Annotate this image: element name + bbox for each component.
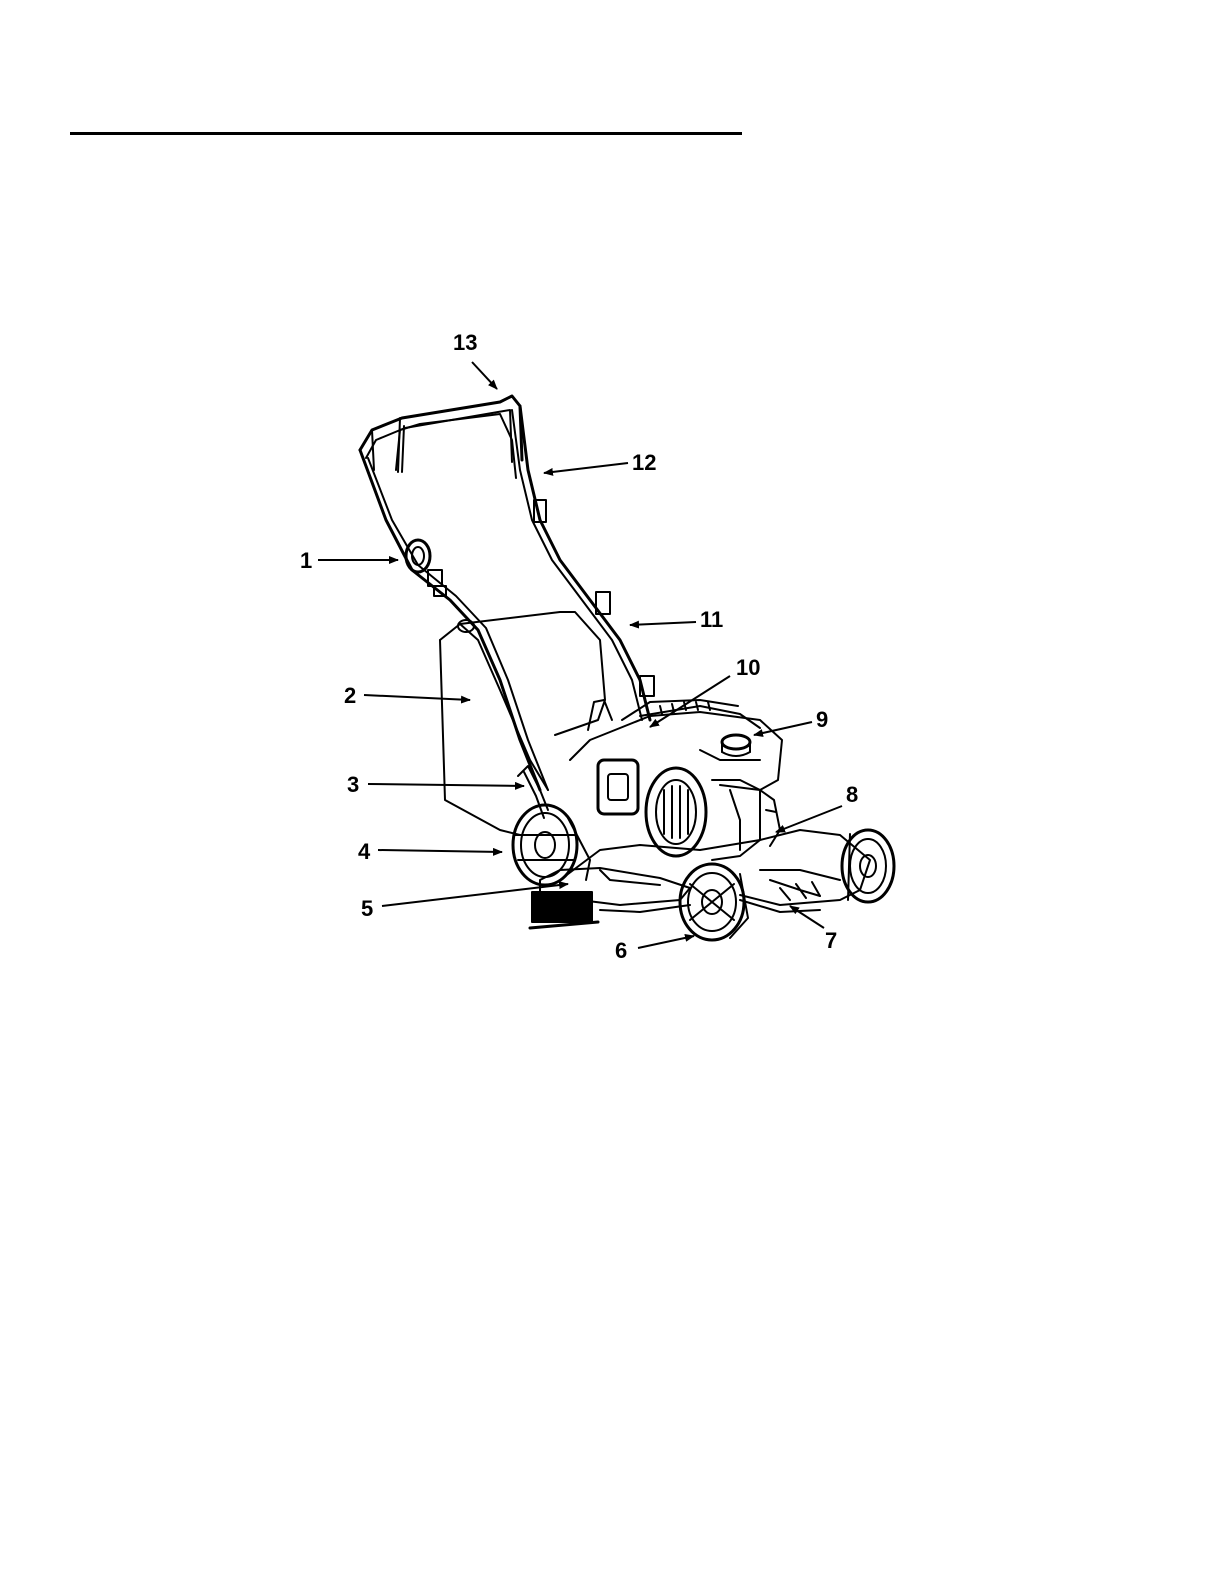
callout-leader-8: [776, 806, 842, 832]
callout-leader-3: [368, 784, 524, 786]
callout-number-1: 1: [300, 548, 312, 573]
callout-number-7: 7: [825, 928, 837, 953]
callout-leader-4: [378, 850, 502, 852]
throttle-knob: [406, 540, 446, 596]
callout-number-6: 6: [615, 938, 627, 963]
height-lever: [518, 766, 548, 818]
callout-leader-9: [754, 722, 812, 735]
mower-illustration: [360, 396, 894, 940]
engine: [570, 700, 782, 860]
callout-number-12: 12: [632, 450, 656, 475]
callout-number-2: 2: [344, 683, 356, 708]
handle-left-arm: [360, 450, 548, 790]
callout-leader-11: [630, 622, 696, 625]
callout-leader-12: [544, 463, 628, 473]
callout-number-5: 5: [361, 896, 373, 921]
rear-wheel: [513, 805, 590, 885]
callout-number-3: 3: [347, 772, 359, 797]
callout-number-9: 9: [816, 707, 828, 732]
callout-leader-13: [472, 362, 497, 389]
callout-leader-6: [638, 936, 694, 948]
front-wheel: [680, 864, 748, 940]
callout-leader-2: [364, 695, 470, 700]
callout-number-4: 4: [358, 839, 371, 864]
bail-bar: [396, 414, 516, 478]
callout-number-13: 13: [453, 330, 477, 355]
handle-upper: [360, 396, 522, 472]
callout-number-11: 11: [700, 607, 723, 632]
discharge-chute: [530, 868, 690, 928]
callout-number-10: 10: [736, 655, 760, 680]
callout-number-8: 8: [846, 782, 858, 807]
callouts: [318, 362, 842, 948]
